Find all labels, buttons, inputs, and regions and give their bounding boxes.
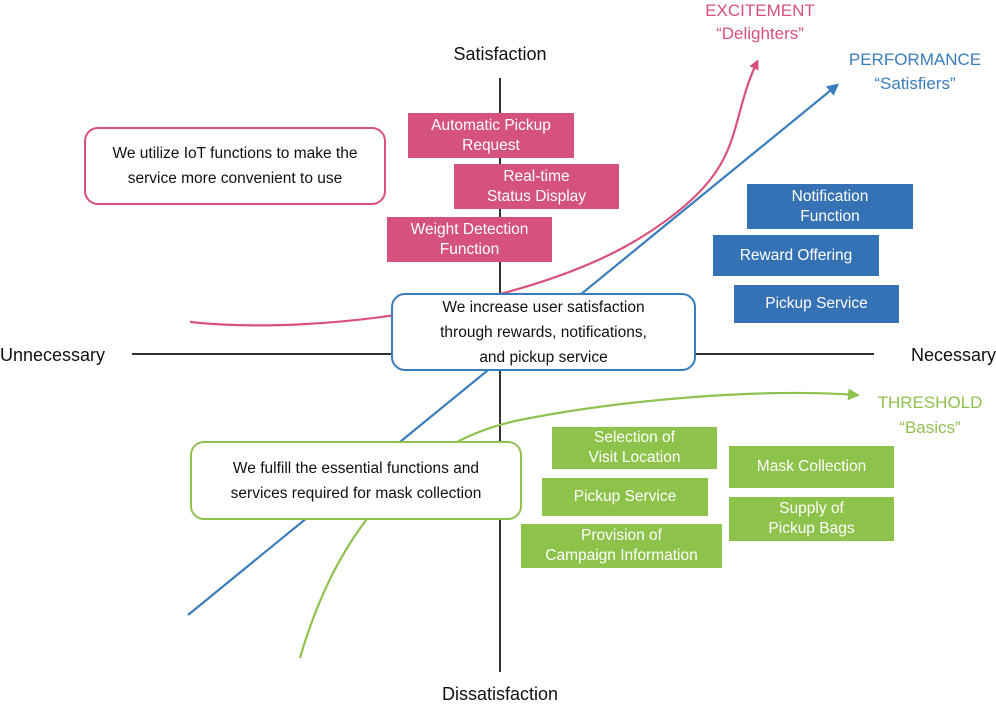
axis-label-unnecessary: Unnecessary: [0, 345, 106, 365]
axis-label-satisfaction: Satisfaction: [453, 44, 547, 64]
excitement-subtitle: “Delighters”: [716, 24, 804, 43]
performance-subtitle: “Satisfiers”: [874, 74, 956, 93]
excitement-box-realtime-status-display: Real-time Status Display: [454, 164, 619, 209]
threshold-curve: [298, 388, 860, 659]
excitement-box-automatic-pickup-request: Automatic Pickup Request: [408, 113, 574, 158]
threshold-box-selection-of-visit-location: Selection of Visit Location: [552, 427, 717, 469]
performance-box-notification-function: Notification Function: [747, 184, 913, 229]
threshold-subtitle: “Basics”: [899, 418, 961, 437]
axis-label-necessary: Necessary: [910, 345, 996, 365]
note-user-satisfaction: We increase user satisfaction through re…: [391, 293, 696, 371]
note-essential-functions: We fulfill the essential functions and s…: [190, 441, 522, 520]
excitement-title: EXCITEMENT: [705, 1, 815, 20]
threshold-box-supply-of-pickup-bags: Supply of Pickup Bags: [729, 497, 894, 541]
axis-label-dissatisfaction: Dissatisfaction: [441, 684, 559, 704]
threshold-box-campaign-information: Provision of Campaign Information: [521, 524, 722, 568]
note-iot-functions: We utilize IoT functions to make the ser…: [84, 127, 386, 205]
threshold-title: THRESHOLD: [877, 393, 983, 412]
excitement-box-weight-detection: Weight Detection Function: [387, 217, 552, 262]
performance-box-pickup-service: Pickup Service: [734, 285, 899, 323]
performance-title: PERFORMANCE: [848, 50, 982, 69]
threshold-box-mask-collection: Mask Collection: [729, 446, 894, 488]
excitement-curve: [189, 59, 759, 327]
threshold-box-pickup-service: Pickup Service: [542, 478, 708, 516]
performance-box-reward-offering: Reward Offering: [713, 235, 879, 276]
